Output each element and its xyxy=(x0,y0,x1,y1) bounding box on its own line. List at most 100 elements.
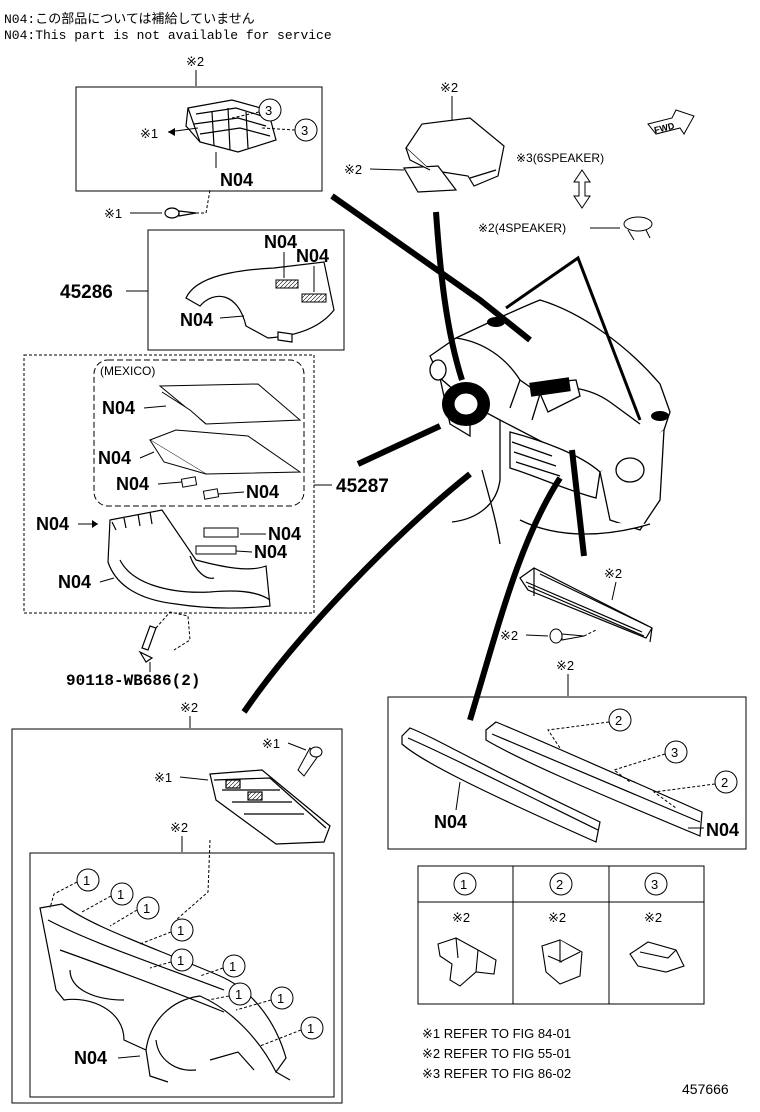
callout-1-b-label: 1 xyxy=(117,887,124,902)
callout-1-a-label: 1 xyxy=(83,873,90,888)
clip-1-drawing xyxy=(437,937,497,987)
clip-header-1 xyxy=(453,872,477,896)
n04-cover-b: N04 xyxy=(296,246,329,266)
clip-3-drawing xyxy=(629,941,685,973)
cluster-callouts: 1 1 1 1 1 1 1 1 1 xyxy=(76,868,324,1040)
part-45286: 45286 xyxy=(60,282,113,303)
callout-1-g xyxy=(228,982,252,1006)
speaker-6-ref: ※3(6SPEAKER) xyxy=(516,151,604,165)
ref-1-bracket: ※1 xyxy=(140,126,158,141)
clip-ref-3: ※2 xyxy=(644,910,662,925)
clip-header-2-label: 2 xyxy=(556,877,563,892)
screw-90118 xyxy=(138,625,157,663)
speaker-double-arrow xyxy=(573,169,591,209)
callout-2-garnish-a-label: 2 xyxy=(615,713,622,728)
n04-cover-c: N04 xyxy=(180,310,213,330)
switch-assembly-drawing xyxy=(209,769,331,845)
callout-1-i xyxy=(300,1016,324,1040)
mexico-subbox xyxy=(93,359,305,507)
callout-2-garnish-b-label: 2 xyxy=(721,775,728,790)
label-patch-a xyxy=(275,279,299,289)
clip-2-drawing xyxy=(541,939,583,985)
clip-ref-1: ※2 xyxy=(452,910,470,925)
callout-1-g-label: 1 xyxy=(235,987,242,1002)
lower-patch-a xyxy=(203,527,239,538)
n04-garnish-a: N04 xyxy=(434,812,467,832)
screw-vent xyxy=(549,628,585,644)
clip-table xyxy=(417,865,705,1005)
glovebox-panel-slot xyxy=(529,377,571,397)
ref-2-vent-screw: ※2 xyxy=(500,628,518,643)
cluster-panel-drawing xyxy=(39,903,291,1083)
callout-3-garnish xyxy=(664,740,688,764)
ref-2-top-box: ※2 xyxy=(186,54,204,69)
n04-garnish-b: N04 xyxy=(706,820,739,840)
ref-1-screw: ※1 xyxy=(104,206,122,221)
n04-bracket: N04 xyxy=(220,170,253,190)
legend-1: ※1 REFER TO FIG 84-01 xyxy=(422,1026,571,1041)
callout-3-garnish-label: 3 xyxy=(671,745,678,760)
clip-ref-2: ※2 xyxy=(548,910,566,925)
ref-2-vent: ※2 xyxy=(604,566,622,581)
n04-lower-d: N04 xyxy=(58,572,91,592)
center-console-lid-drawing xyxy=(402,117,505,193)
callout-1-d-label: 1 xyxy=(177,923,184,938)
callout-1-b xyxy=(110,882,134,906)
note-english: N04:This part is not available for servi… xyxy=(4,28,332,43)
callout-1-c xyxy=(136,896,160,920)
callout-2-garnish-b xyxy=(714,770,738,794)
legend-3: ※3 REFER TO FIG 86-02 xyxy=(422,1066,571,1081)
lower-patch-b xyxy=(195,545,237,555)
ref-1-switch: ※1 xyxy=(154,770,172,785)
fwd-arrow: FWD xyxy=(647,109,695,135)
clip-header-1-label: 1 xyxy=(460,877,467,892)
n04-lower-a: N04 xyxy=(36,514,69,534)
screw-switch xyxy=(297,746,323,777)
callout-1-f xyxy=(222,954,246,978)
label-patch-b xyxy=(301,293,327,303)
ref-2-lid-side: ※2 xyxy=(344,162,362,177)
callout-1-d xyxy=(170,918,194,942)
ref-2-lid: ※2 xyxy=(440,80,458,95)
callout-1-e xyxy=(170,948,194,972)
callout-1-h-label: 1 xyxy=(277,991,284,1006)
fwd-label: FWD xyxy=(653,120,676,135)
ref-2-inner: ※2 xyxy=(170,820,188,835)
n04-lower-b: N04 xyxy=(268,524,301,544)
vent-register-drawing xyxy=(519,567,653,643)
n04-mexico-b: N04 xyxy=(98,448,131,468)
callout-1-a xyxy=(76,868,100,892)
clip-header-3 xyxy=(644,872,668,896)
cluster-inner-box xyxy=(29,852,335,1098)
callout-1-e-label: 1 xyxy=(177,953,184,968)
n04-mexico-a: N04 xyxy=(102,398,135,418)
callout-3-a-label: 3 xyxy=(265,103,272,118)
figure-number: 457666 xyxy=(682,1081,729,1097)
callout-1-f-label: 1 xyxy=(229,959,236,974)
upper-cover-box xyxy=(147,229,345,351)
speaker-cover-clip xyxy=(623,216,653,241)
legend-2: ※2 REFER TO FIG 55-01 xyxy=(422,1046,571,1061)
lower-column-cover-drawing xyxy=(107,509,271,609)
ref-2-cluster: ※2 xyxy=(180,700,198,715)
callout-2-garnish-a xyxy=(608,708,632,732)
callout-1-h xyxy=(270,986,294,1010)
cluster-outer-box xyxy=(11,728,343,1104)
screw-top xyxy=(164,207,197,219)
callout-3-a xyxy=(258,98,282,122)
ref-1-switch-screw: ※1 xyxy=(262,736,280,751)
n04-cover-a: N04 xyxy=(264,232,297,252)
callout-3-b-label: 3 xyxy=(301,123,308,138)
leader-lines xyxy=(241,193,587,721)
note-japanese: N04:この部品については補給していません xyxy=(4,12,255,27)
screw-part-number: 90118-WB686(2) xyxy=(66,672,200,690)
ref-2-garnish: ※2 xyxy=(556,658,574,673)
garnish-box xyxy=(387,696,747,850)
callout-1-i-label: 1 xyxy=(307,1021,314,1036)
garnish-strips-drawing xyxy=(401,721,703,843)
speaker-hole-right xyxy=(651,411,669,421)
mexico-label: (MEXICO) xyxy=(100,364,155,378)
clip-header-3-label: 3 xyxy=(651,877,658,892)
n04-mexico-d: N04 xyxy=(246,482,279,502)
